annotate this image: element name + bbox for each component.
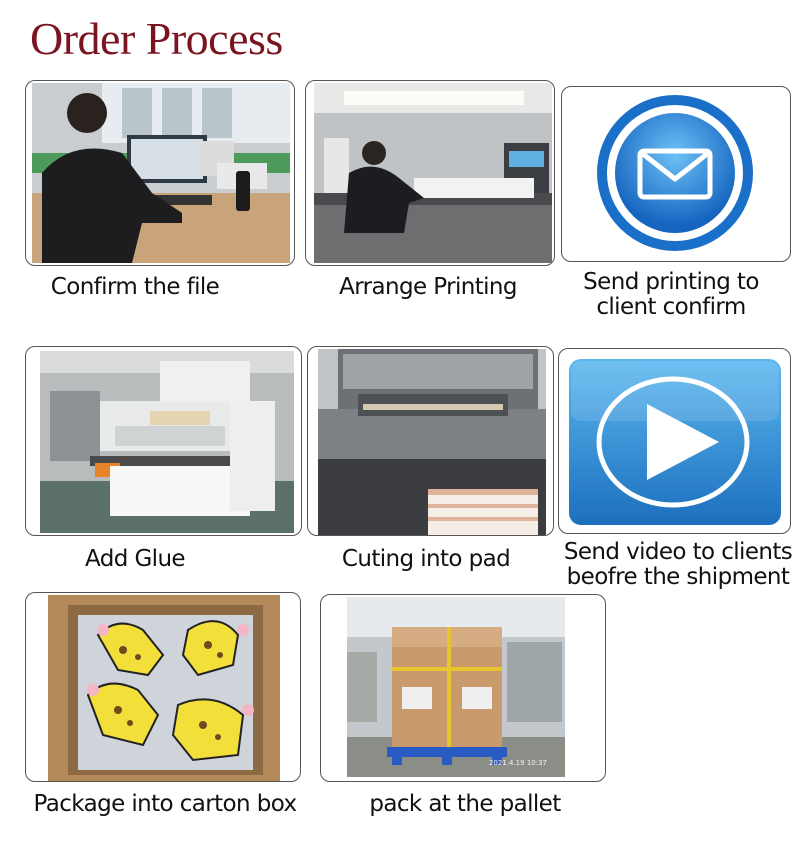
step-caption: Cuting into pad <box>341 546 511 572</box>
caption-line: client confirm <box>596 294 746 320</box>
step-caption: Send printing to client confirm <box>561 270 781 320</box>
caption-line: Send video to clients <box>563 539 793 565</box>
caption-line: beofre the shipment <box>566 564 790 590</box>
video-play-icon-image <box>569 359 781 525</box>
page-title: Order Process <box>30 13 283 64</box>
step-card-pack-pallet: 2021.4.19 10:37 <box>320 594 606 782</box>
office-computer-photo <box>32 83 290 263</box>
step-caption: Arrange Printing <box>339 274 517 300</box>
envelope-icon <box>637 148 713 200</box>
step-card-package-carton <box>25 592 301 782</box>
step-card-send-video <box>558 348 791 534</box>
step-caption: Confirm the file <box>50 274 220 300</box>
photo-timestamp: 2021.4.19 10:37 <box>488 759 547 767</box>
caption-line: Send printing to <box>583 269 759 295</box>
step-caption: Add Glue <box>85 546 186 572</box>
step-caption: pack at the pallet <box>369 791 561 817</box>
carton-box-photo <box>48 595 280 781</box>
step-caption: Package into carton box <box>33 791 298 817</box>
printing-machine-photo <box>314 83 552 263</box>
step-card-cutting <box>307 346 554 536</box>
email-icon-image <box>590 93 760 253</box>
cutting-machine-photo <box>318 349 546 535</box>
glue-machine-photo <box>40 351 294 533</box>
step-card-add-glue <box>25 346 302 536</box>
step-card-send-printing <box>561 86 791 262</box>
play-icon <box>647 404 719 480</box>
step-caption: Send video to clients beofre the shipmen… <box>560 540 796 590</box>
pallet-photo: 2021.4.19 10:37 <box>347 597 565 777</box>
step-card-confirm-file <box>25 80 295 266</box>
step-card-arrange-printing <box>305 80 555 266</box>
